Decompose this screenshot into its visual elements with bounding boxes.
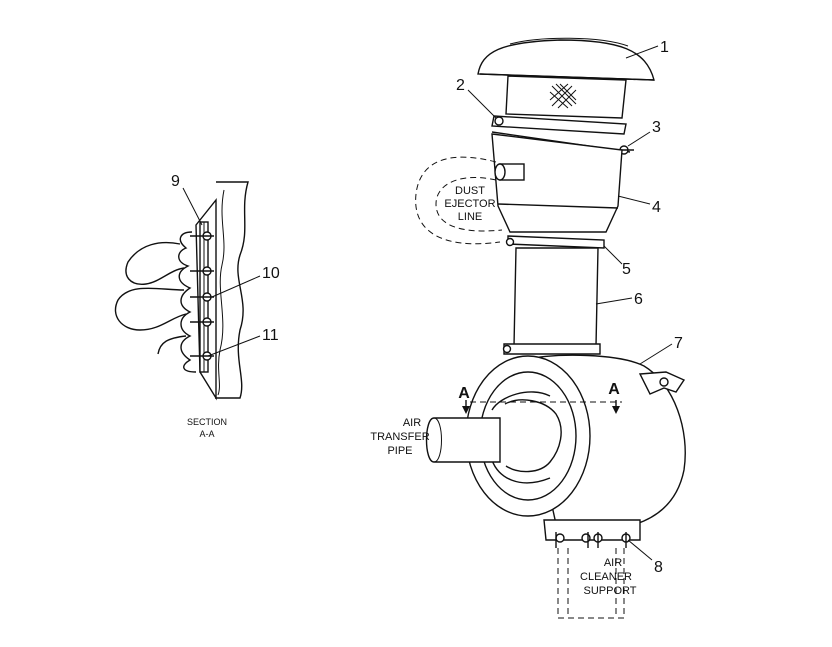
svg-text:3: 3 [652, 119, 661, 136]
callout-1: 1 [625, 39, 669, 59]
air-transfer-pipe [425, 417, 501, 463]
dust-ejector-label-1: DUST [455, 185, 485, 197]
air-cleaner-support-frame [557, 548, 625, 619]
air-transfer-label-2: TRANSFER [370, 431, 429, 443]
support-label-1: AIR [604, 557, 622, 569]
section-line-a-a [462, 400, 622, 414]
svg-text:6: 6 [634, 291, 643, 308]
svg-text:5: 5 [622, 261, 631, 278]
svg-text:2: 2 [456, 77, 465, 94]
support-label-2: CLEANER [580, 571, 632, 583]
svg-text:9: 9 [171, 173, 180, 190]
section-label-line2: A-A [199, 429, 214, 439]
callout-8: 8 [627, 539, 663, 576]
air-transfer-label-3: PIPE [387, 445, 412, 457]
section-label-line1: SECTION [187, 417, 227, 427]
dust-ejector-label-2: EJECTOR [444, 198, 495, 210]
callout-11: 11 [207, 327, 279, 357]
callout-2: 2 [456, 77, 497, 119]
section-marker-left: A [458, 385, 470, 402]
callout-7: 7 [639, 335, 683, 365]
connecting-tube [502, 247, 601, 355]
svg-text:10: 10 [262, 265, 280, 282]
callout-10: 10 [211, 265, 280, 298]
dust-ejector-label-3: LINE [458, 211, 482, 223]
precleaner-cap [477, 37, 655, 119]
support-label-3: SUPPORT [584, 585, 637, 597]
upper-housing [491, 133, 623, 233]
air-cleaner-body [465, 354, 686, 525]
mesh-screen-icon [549, 83, 577, 109]
svg-text:4: 4 [652, 199, 661, 216]
dust-ejector-hose [415, 156, 503, 245]
svg-text:8: 8 [654, 559, 663, 576]
section-marker-right: A [608, 381, 620, 398]
callout-5: 5 [603, 245, 631, 278]
callout-3: 3 [627, 119, 661, 147]
section-bolts [190, 231, 214, 361]
mounting-bracket [543, 519, 641, 548]
section-a-a-detail [114, 181, 249, 401]
air-transfer-label-1: AIR [403, 417, 421, 429]
callout-9: 9 [171, 173, 203, 226]
callout-6: 6 [595, 291, 643, 308]
callout-4: 4 [617, 195, 661, 216]
svg-text:11: 11 [262, 327, 279, 344]
hose-clamp-upper [505, 235, 605, 249]
svg-text:7: 7 [674, 335, 683, 352]
svg-text:1: 1 [660, 39, 669, 56]
